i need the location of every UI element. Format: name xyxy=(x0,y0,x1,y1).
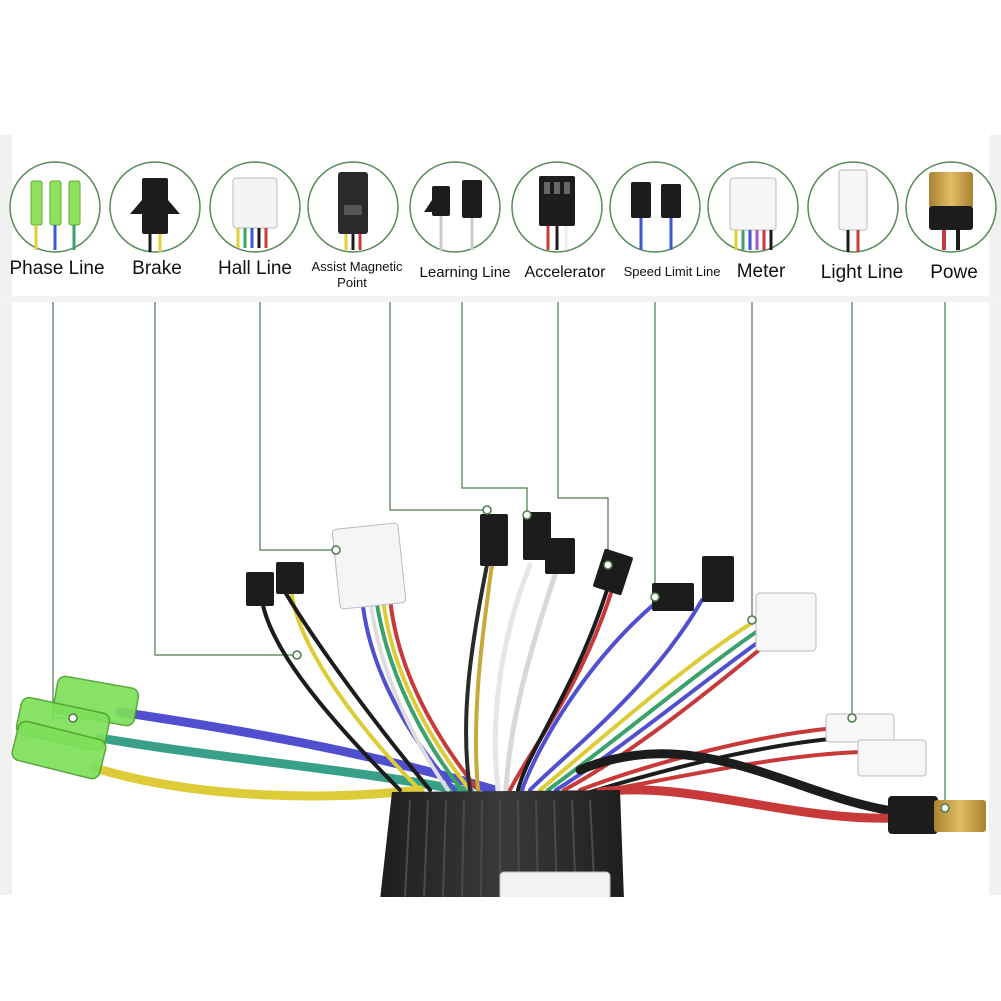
leader-phase xyxy=(52,302,73,719)
wire-meter-yellow xyxy=(538,616,762,792)
speed-plug-2 xyxy=(702,556,734,602)
label-assist-magnetic: Assist Magnetic xyxy=(311,259,403,274)
learning-plug-1 xyxy=(523,512,551,560)
wire-speed-blue1 xyxy=(520,604,654,792)
wire-learning-white1 xyxy=(492,562,533,793)
label-speed-limit-line: Speed Limit Line xyxy=(624,264,721,279)
meter-connector-icon xyxy=(707,161,799,253)
wires xyxy=(90,562,905,823)
learning-plug-2 xyxy=(545,538,575,574)
wire-light-red xyxy=(578,726,837,792)
speed-plug-1 xyxy=(652,583,694,611)
wire-power-red xyxy=(595,785,905,823)
controller-box xyxy=(380,790,624,901)
light-connector-icon xyxy=(807,161,899,253)
label-meter: Meter xyxy=(737,261,786,282)
label-hall-line: Hall Line xyxy=(218,258,292,279)
light-plug-1 xyxy=(825,713,895,743)
leader-endpoints xyxy=(68,505,950,813)
wire-hall-red xyxy=(388,596,480,792)
wire-hall-white xyxy=(368,596,450,792)
wire-meter-red xyxy=(562,644,766,792)
wire-learning-white2 xyxy=(503,572,558,793)
accelerator-connector-icon xyxy=(511,161,603,253)
light-plug-2 xyxy=(857,739,927,777)
label-learning-line: Learning Line xyxy=(420,264,511,281)
brake-connector-icon xyxy=(109,161,201,253)
wire-brake-yellow xyxy=(290,593,422,792)
brake-plug-2 xyxy=(276,562,304,594)
wire-assist-black xyxy=(464,563,489,792)
wire-brake-black xyxy=(260,598,402,792)
speed-limit-connector-icon xyxy=(609,161,701,253)
wire-accel-red xyxy=(508,588,614,792)
wire-meter-green xyxy=(546,626,764,792)
wire-assist-yellow xyxy=(473,563,494,792)
wire-hall-blue xyxy=(360,596,457,792)
power-plug-black xyxy=(888,796,938,834)
wire-accel-black xyxy=(516,588,609,792)
leader-assist xyxy=(389,302,487,511)
label-power: Powe xyxy=(930,262,978,283)
label-phase-line: Phase Line xyxy=(9,258,104,279)
wire-brake-black2 xyxy=(283,590,432,792)
wire-phase-yellow xyxy=(90,763,425,801)
wire-power-black xyxy=(575,749,905,817)
phase-plugs xyxy=(11,675,140,780)
wire-hall-green xyxy=(374,596,464,792)
phase-connector-icon xyxy=(9,161,101,253)
accel-plug xyxy=(593,548,633,596)
connector-icons xyxy=(9,161,997,253)
leader-accelerator xyxy=(557,302,609,565)
power-connector-icon xyxy=(905,161,997,253)
hall-connector-icon xyxy=(209,161,301,253)
connector-labels: Phase Line Brake Hall Line Assist Magnet… xyxy=(9,258,977,290)
hall-plug xyxy=(331,522,407,610)
label-accelerator: Accelerator xyxy=(525,264,607,281)
learning-connector-icon xyxy=(409,161,501,253)
label-assist-magnetic-point: Point xyxy=(337,275,367,290)
leader-brake xyxy=(154,302,297,656)
wire-speed-blue2 xyxy=(528,598,704,792)
wire-hall-yellow xyxy=(381,596,472,792)
label-brake: Brake xyxy=(132,258,182,279)
assist-plug xyxy=(480,514,508,566)
meter-plug xyxy=(755,592,817,652)
leader-learning xyxy=(461,302,528,515)
assist-magnetic-connector-icon xyxy=(307,161,399,253)
brake-plug-1 xyxy=(246,572,274,606)
wire-plugs xyxy=(11,512,986,834)
leader-hall xyxy=(259,302,336,551)
label-light-line: Light Line xyxy=(821,262,903,283)
